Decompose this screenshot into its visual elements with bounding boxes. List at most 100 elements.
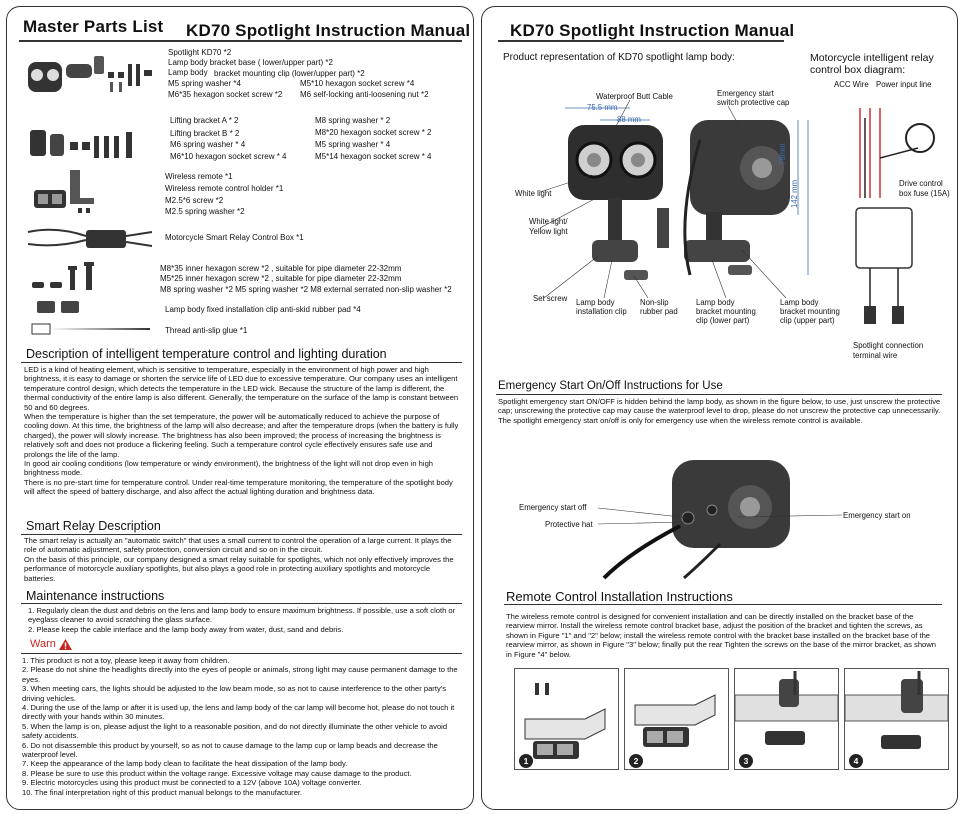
relay-rule — [21, 534, 462, 535]
part-rubber-pad: Lamp body fixed installation clip anti-s… — [165, 305, 361, 314]
warn-list: 1. This product is not a toy, please kee… — [22, 656, 462, 797]
part-m25-screw: M2.5*6 screw *2 — [165, 196, 224, 205]
part-m5-10-screw: M5*10 hexagon socket screw *4 — [300, 79, 415, 88]
part-m8-35-screw: M8*35 inner hexagon screw *2 , suitable … — [160, 264, 402, 273]
figure-number: 4 — [849, 754, 863, 768]
relay-body: The smart relay is actually an "automati… — [24, 536, 460, 583]
relay-p1: The smart relay is actually an "automati… — [24, 536, 452, 555]
desc-p3: In good air cooling conditions (low temp… — [24, 459, 434, 478]
relay-p2: On the basis of this principle, our comp… — [24, 554, 454, 583]
part-m5-25-screw: M5*25 inner hexagon screw *2 , suitable … — [160, 274, 402, 283]
desc-p1: LED is a kind of heating element, which … — [24, 365, 459, 412]
label-term-2: terminal wire — [853, 351, 898, 360]
label-term-1: Spotlight connection — [853, 341, 924, 350]
label-white-yellow-1: White light/ — [529, 217, 568, 226]
right-title-rule — [498, 40, 784, 42]
part-m5-washer-b: M5 spring washer * 4 — [315, 140, 391, 149]
part-lift-b: Lifting bracket B * 2 — [170, 129, 240, 138]
warn-heading: Warn — [30, 638, 72, 650]
label-dim-78: 78mm — [778, 143, 787, 165]
relay-diagram — [855, 108, 935, 324]
label-fuse-1: Drive control — [899, 179, 943, 188]
desc-body: LED is a kind of heating element, which … — [24, 365, 460, 497]
part-m6-washer: M6 spring washer * 4 — [170, 140, 246, 149]
label-dim-142: 142 mm — [790, 179, 799, 208]
label-install-clip-1: Lamp body — [576, 298, 615, 307]
part-lift-a: Lifting bracket A * 2 — [170, 116, 239, 125]
left-title-rule — [19, 40, 462, 42]
warn-item: 6. Do not disassemble this product by yo… — [22, 740, 438, 760]
emerg-body: Spotlight emergency start ON/OFF is hidd… — [498, 397, 942, 425]
part-glue: Thread anti-slip glue *1 — [165, 326, 248, 335]
right-manual-title: KD70 Spotlight Instruction Manual — [510, 21, 795, 40]
warn-label: Warn — [30, 638, 56, 650]
install-figure: 3 — [734, 668, 839, 770]
part-m5-washer: M5 spring washer *4 — [168, 79, 241, 88]
install-figure-2-art — [634, 694, 716, 747]
label-upper-3: clip (upper part) — [780, 316, 835, 325]
warn-item: 4. During the use of the lamp or after i… — [22, 703, 455, 722]
lamp-diagram — [539, 99, 809, 299]
figure-number: 1 — [519, 754, 533, 768]
warn-item: 1. This product is not a toy, please kee… — [22, 656, 230, 665]
warn-item: 3. When meeting cars, the lights should … — [22, 684, 446, 703]
left-panel — [6, 6, 474, 810]
figure-number: 2 — [629, 754, 643, 768]
warn-item: 7. Keep the appearance of the lamp body … — [22, 759, 348, 769]
install-figure-4-art — [845, 671, 948, 749]
maint-item: 2. Please keep the cable interface and t… — [28, 624, 344, 634]
install-figure: 1 — [514, 668, 619, 770]
part-m8-washer: M8 spring washer * 2 — [315, 116, 391, 125]
desc-p4: There is no pre-start time for temperatu… — [24, 477, 453, 497]
label-lower-1: Lamp body — [696, 298, 735, 307]
label-butt-cable: Waterproof Butt Cable — [596, 92, 673, 101]
emerg-rule — [496, 394, 942, 395]
install-figure: 4 — [844, 668, 949, 770]
glue-tube-icon — [31, 323, 150, 335]
relay-caption-2: control box diagram: — [810, 64, 906, 76]
part-bracket-base: Lamp body bracket base ( lower/upper par… — [168, 58, 333, 67]
rubber-pad-icon — [37, 301, 79, 313]
part-m6-35-screw: M6*35 hexagon socket screw *2 — [168, 90, 283, 99]
install-figure-1-art — [524, 683, 606, 759]
maint-list: 1. Regularly clean the dust and debris o… — [28, 606, 458, 634]
label-white-yellow-2: Yellow light — [529, 227, 568, 236]
screw-set-icon — [32, 262, 94, 290]
left-manual-title: KD70 Spotlight Instruction Manual — [186, 21, 471, 40]
maint-rule — [21, 603, 462, 604]
emergency-switch-diagram — [602, 460, 790, 580]
install-figure: 2 — [624, 668, 729, 770]
warn-item: 9. Electric motorcycles using this produ… — [22, 778, 362, 788]
warn-item: 2. Please do not shine the headlights di… — [22, 665, 458, 684]
label-lower-2: bracket mounting — [696, 307, 756, 316]
warn-item: 5. When the lamp is on, please adjust th… — [22, 721, 448, 741]
relay-caption-1: Motorcycle intelligent relay — [810, 52, 934, 64]
part-m6-10-screw: M6*10 hexagon socket screw * 4 — [170, 152, 287, 161]
maint-title: Maintenance instructions — [26, 589, 165, 603]
label-rubber-2: rubber pad — [640, 307, 678, 316]
bracket-parts-icon — [30, 130, 132, 158]
label-rubber-1: Non-slip — [640, 298, 669, 307]
warning-triangle-icon — [58, 638, 72, 650]
label-emerg-cap-1: Emergency start — [717, 89, 774, 98]
part-spotlight: Spotlight KD70 *2 — [168, 48, 232, 57]
part-m8-20-screw: M8*20 hexagon socket screw * 2 — [315, 128, 432, 137]
part-m5-14-screw: M5*14 hexagon socket screw * 4 — [315, 152, 432, 161]
label-white-light: White light — [515, 189, 552, 198]
warn-item: 8. Please be sure to use this product wi… — [22, 768, 412, 778]
label-dim-88: 88 mm — [617, 115, 641, 124]
relay-title: Smart Relay Description — [26, 519, 161, 533]
maint-item: 1. Regularly clean the dust and debris o… — [28, 606, 456, 625]
warn-item: 10. The final interpretation right of th… — [22, 787, 303, 797]
relay-box-icon — [27, 228, 153, 248]
part-lamp-body: Lamp body — [168, 68, 208, 77]
part-washers: M8 spring washer *2 M5 spring washer *2 … — [160, 285, 452, 294]
part-mount-clip: bracket mounting clip (lower/upper part)… — [214, 69, 365, 78]
label-lower-3: clip (lower part) — [696, 316, 750, 325]
spotlight-parts-icon — [28, 56, 152, 92]
install-figure-3-art — [735, 671, 838, 745]
label-acc: ACC Wire — [834, 80, 869, 89]
label-upper-1: Lamp body — [780, 298, 819, 307]
desc-p2: When the temperature is higher than the … — [24, 412, 459, 459]
part-remote-holder: Wireless remote control holder *1 — [165, 184, 284, 193]
